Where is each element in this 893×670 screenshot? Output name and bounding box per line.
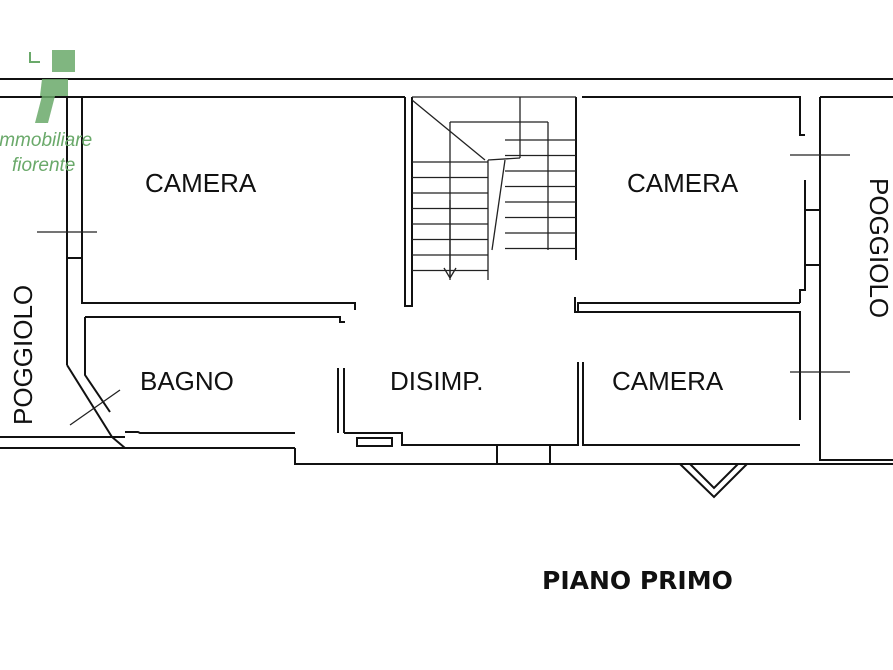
room-label-camera-top-left: CAMERA (145, 168, 257, 198)
room-label-disimp: DISIMP. (390, 366, 483, 396)
staircase (411, 96, 576, 280)
walls (0, 78, 893, 499)
room-label-camera-bottom-right: CAMERA (612, 366, 724, 396)
floor-title: PIANO PRIMO (542, 566, 733, 595)
logo-line2: fiorente (12, 155, 75, 176)
logo: immobiliare fiorente (0, 50, 92, 176)
door-swings (37, 154, 850, 426)
room-label-bagno: BAGNO (140, 366, 234, 396)
room-label-poggiolo-right: POGGIOLO (864, 178, 893, 318)
room-label-poggiolo-left: POGGIOLO (8, 285, 38, 425)
logo-line1: immobiliare (0, 130, 92, 151)
room-label-camera-top-right: CAMERA (627, 168, 739, 198)
